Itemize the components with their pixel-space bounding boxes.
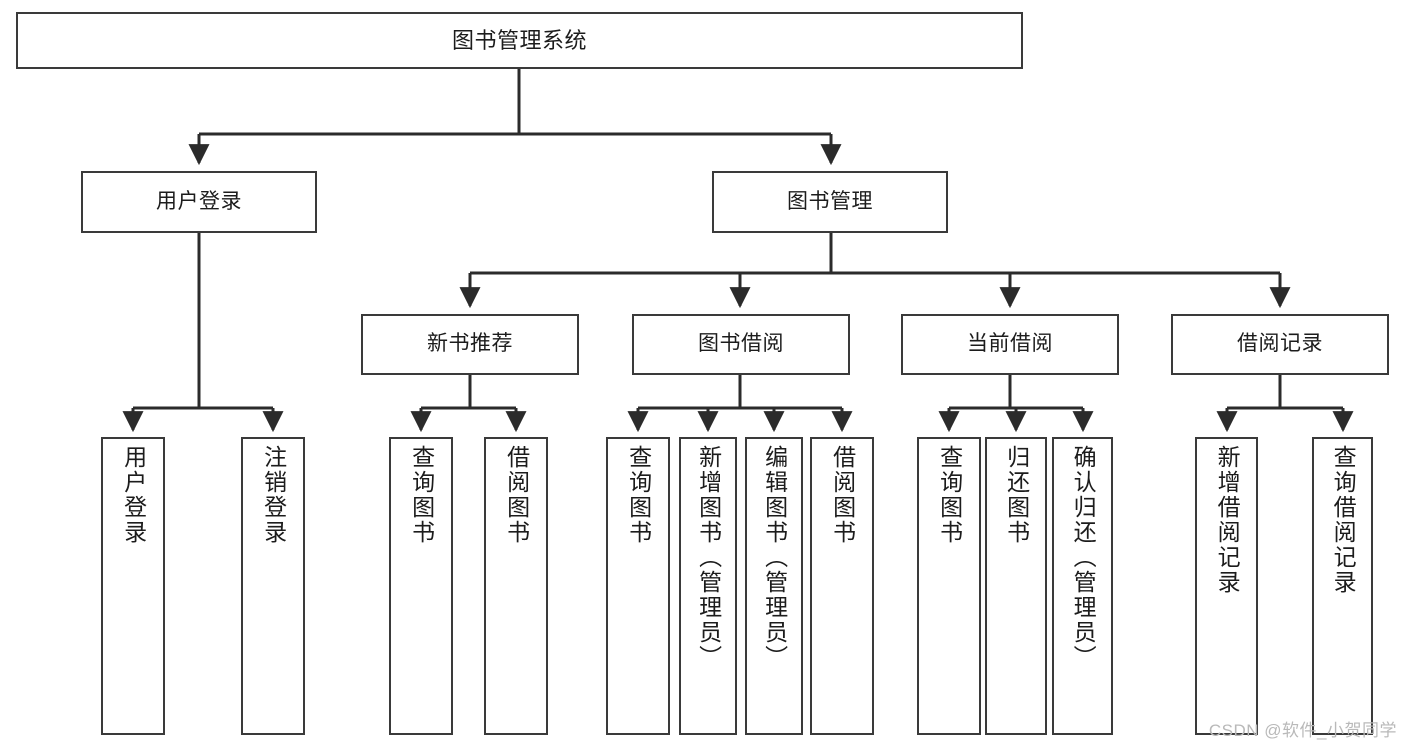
leaf-leaf-borrow-book-2-label: 借阅图书 bbox=[829, 445, 856, 545]
leaf-leaf-confirm-return[interactable]: 确认归还（管理员） bbox=[1052, 437, 1113, 735]
leaf-leaf-query-book-3[interactable]: 查询图书 bbox=[917, 437, 981, 735]
leaf-leaf-query-book-1-label: 查询图书 bbox=[408, 445, 435, 545]
leaf-leaf-add-record[interactable]: 新增借阅记录 bbox=[1195, 437, 1258, 735]
node-user-login[interactable]: 用户登录 bbox=[81, 171, 317, 233]
node-new-book-recommend-label: 新书推荐 bbox=[427, 332, 513, 356]
leaf-leaf-query-book-3-label: 查询图书 bbox=[936, 445, 963, 545]
node-new-book-recommend[interactable]: 新书推荐 bbox=[361, 314, 579, 375]
leaf-leaf-query-record-label: 查询借阅记录 bbox=[1330, 445, 1357, 595]
node-book-management-label: 图书管理 bbox=[787, 189, 873, 213]
node-book-management[interactable]: 图书管理 bbox=[712, 171, 948, 233]
leaf-leaf-return-book[interactable]: 归还图书 bbox=[985, 437, 1047, 735]
node-borrow-record-label: 借阅记录 bbox=[1237, 332, 1323, 356]
node-borrow-record[interactable]: 借阅记录 bbox=[1171, 314, 1389, 375]
leaf-leaf-add-book[interactable]: 新增图书（管理员） bbox=[679, 437, 737, 735]
leaf-leaf-logout[interactable]: 注销登录 bbox=[241, 437, 305, 735]
leaf-leaf-confirm-return-label: 确认归还（管理员） bbox=[1070, 445, 1097, 670]
node-current-borrow-label: 当前借阅 bbox=[967, 332, 1053, 356]
leaf-leaf-edit-book-label: 编辑图书（管理员） bbox=[761, 445, 788, 670]
leaf-leaf-add-book-label: 新增图书（管理员） bbox=[695, 445, 722, 670]
leaf-leaf-user-login[interactable]: 用户登录 bbox=[101, 437, 165, 735]
leaf-leaf-borrow-book-1[interactable]: 借阅图书 bbox=[484, 437, 548, 735]
leaf-leaf-edit-book[interactable]: 编辑图书（管理员） bbox=[745, 437, 803, 735]
node-root-label: 图书管理系统 bbox=[451, 27, 587, 53]
leaf-leaf-query-book-2-label: 查询图书 bbox=[625, 445, 652, 545]
leaf-leaf-query-book-1[interactable]: 查询图书 bbox=[389, 437, 453, 735]
leaf-leaf-query-book-2[interactable]: 查询图书 bbox=[606, 437, 670, 735]
leaf-leaf-logout-label: 注销登录 bbox=[260, 445, 287, 545]
leaf-leaf-query-record[interactable]: 查询借阅记录 bbox=[1312, 437, 1373, 735]
leaf-leaf-return-book-label: 归还图书 bbox=[1003, 445, 1030, 545]
leaf-leaf-borrow-book-1-label: 借阅图书 bbox=[503, 445, 530, 545]
leaf-leaf-user-login-label: 用户登录 bbox=[120, 445, 147, 545]
node-user-login-label: 用户登录 bbox=[156, 189, 242, 213]
node-root[interactable]: 图书管理系统 bbox=[16, 12, 1023, 69]
node-current-borrow[interactable]: 当前借阅 bbox=[901, 314, 1119, 375]
leaf-leaf-add-record-label: 新增借阅记录 bbox=[1214, 445, 1241, 595]
node-book-borrow-label: 图书借阅 bbox=[698, 332, 784, 356]
watermark: CSDN @软件_小贺同学 bbox=[1208, 721, 1397, 740]
node-book-borrow[interactable]: 图书借阅 bbox=[632, 314, 850, 375]
leaf-leaf-borrow-book-2[interactable]: 借阅图书 bbox=[810, 437, 874, 735]
